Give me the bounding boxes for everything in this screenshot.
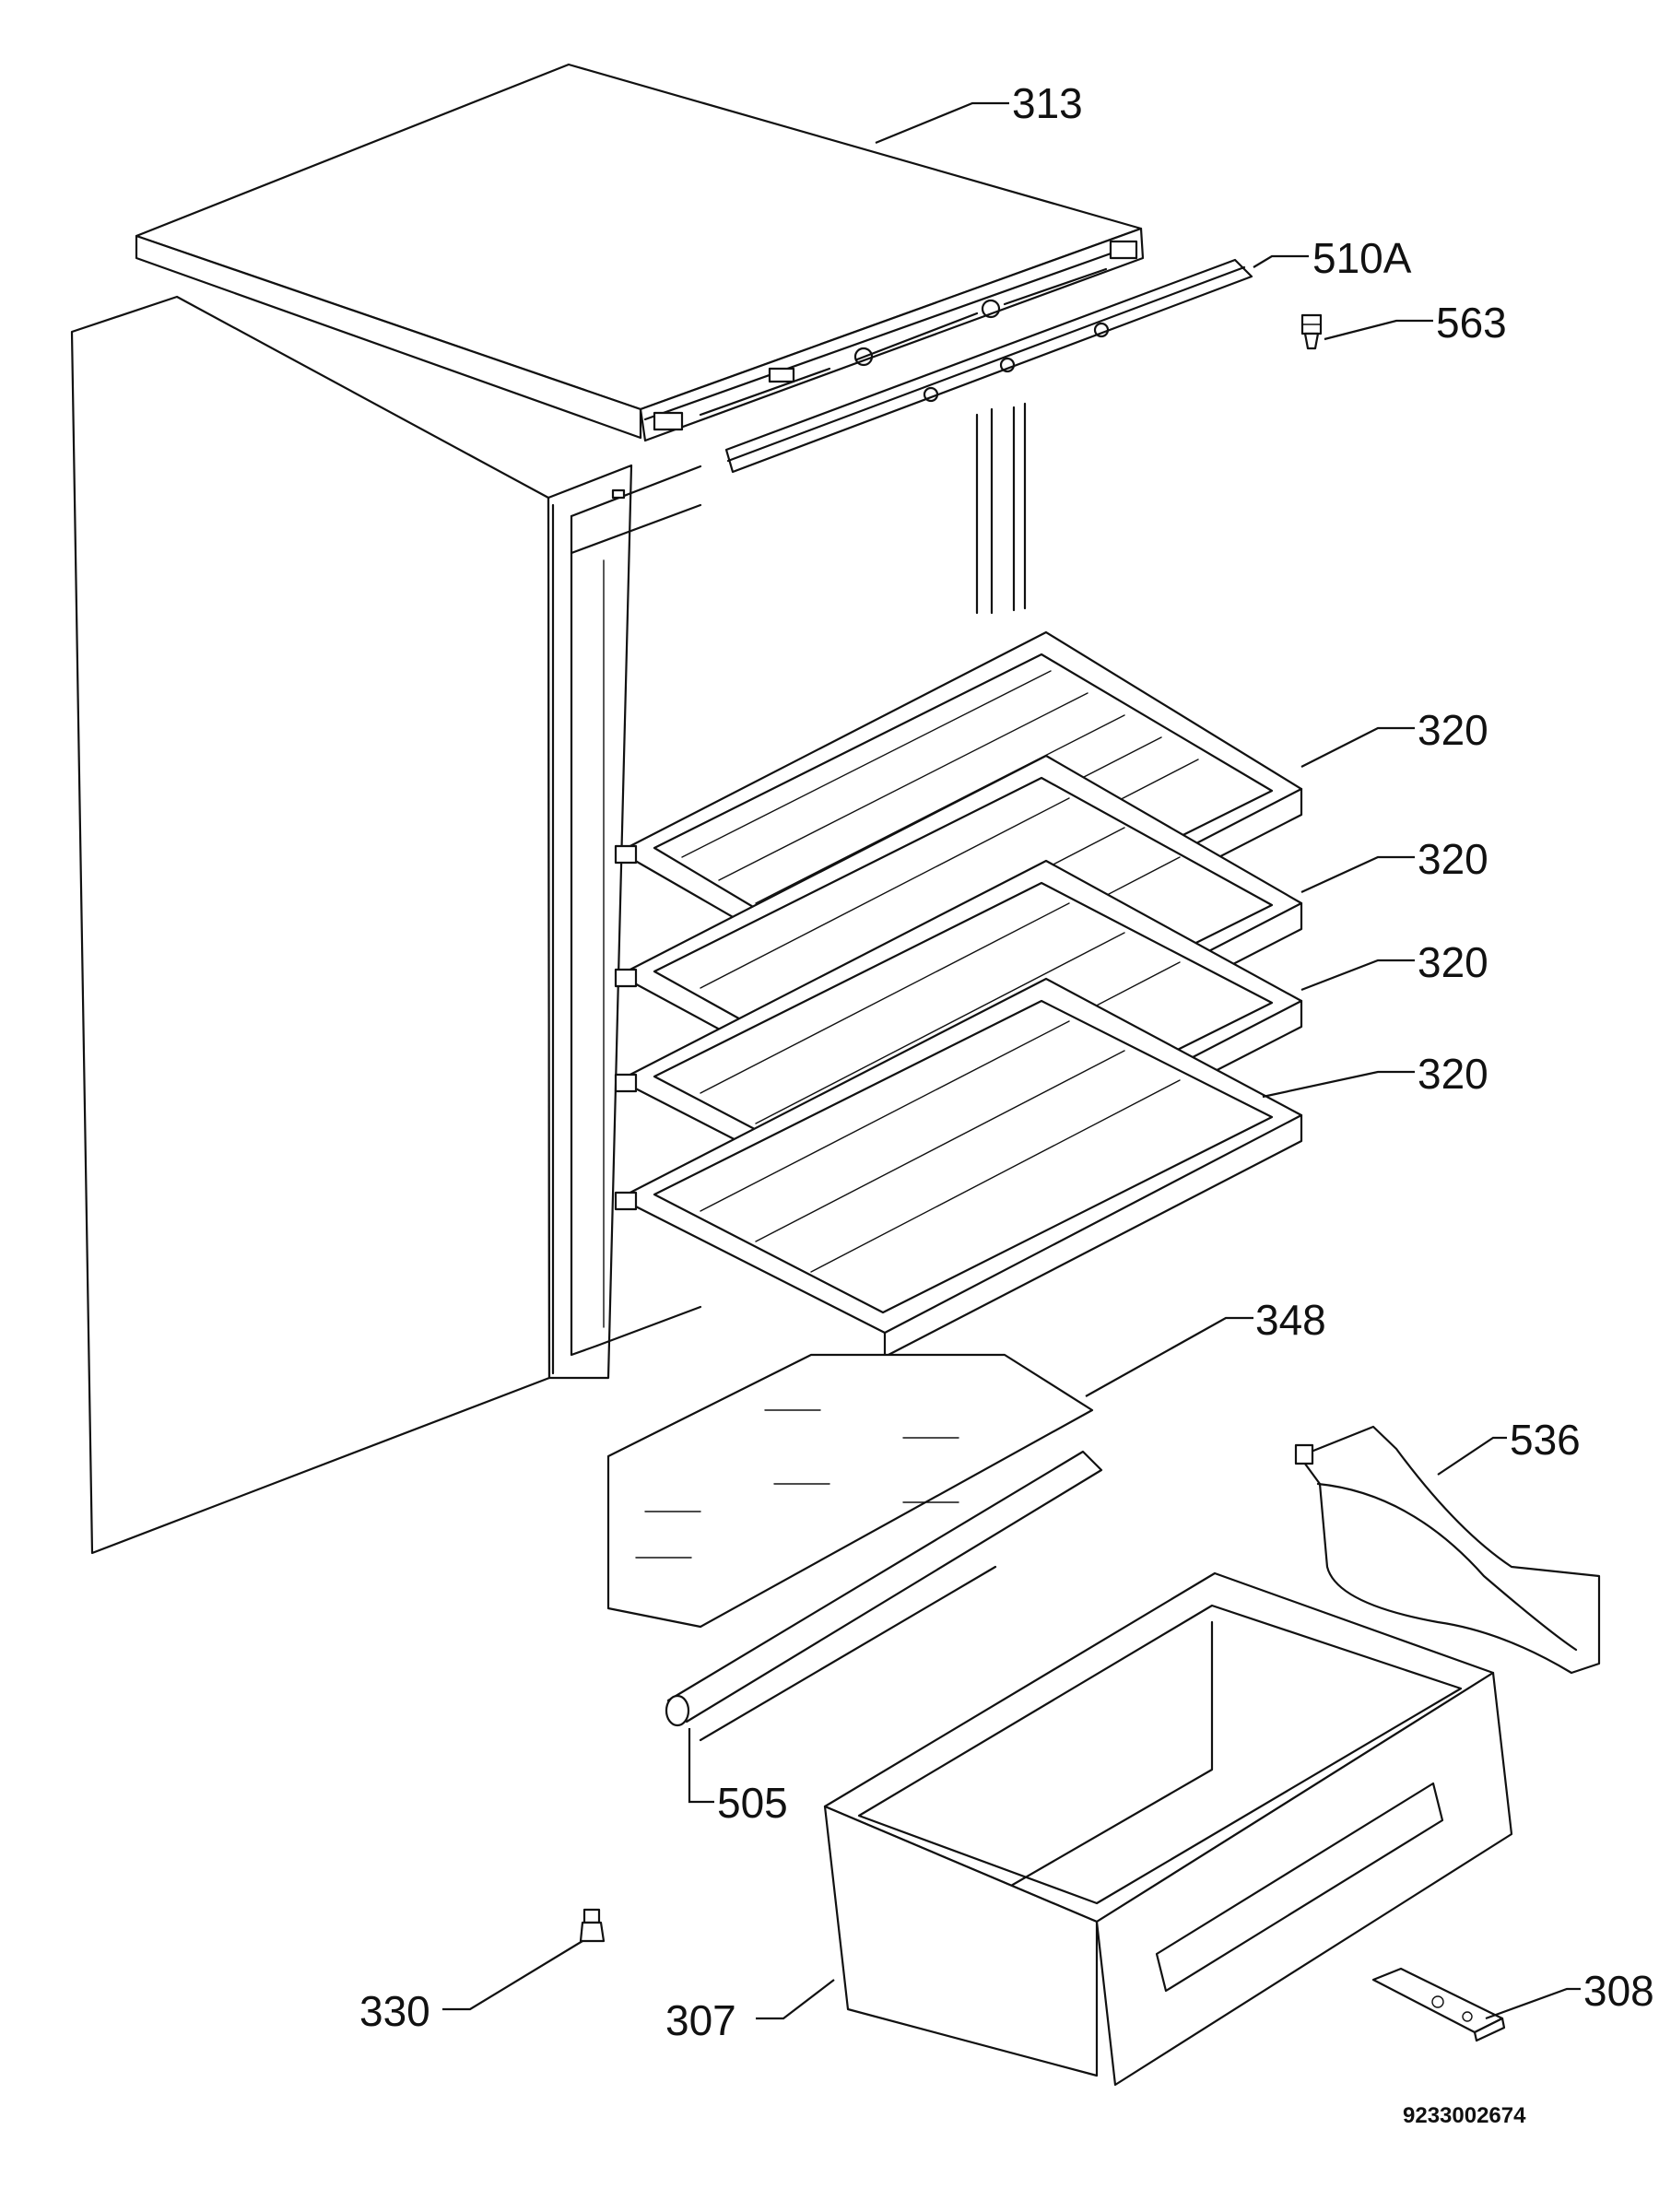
callout-320-shelf-1: 320 (1418, 706, 1488, 754)
rail-505-part (665, 1450, 1103, 1742)
callout-563: 563 (1436, 299, 1507, 347)
callout-313: 313 (1012, 79, 1083, 127)
shelf-4 (614, 977, 1303, 1359)
screw-563-part (1300, 313, 1323, 350)
top-cover (135, 63, 1145, 442)
crisper-drawer (823, 1571, 1513, 2087)
callout-536: 536 (1510, 1416, 1581, 1464)
leader-lines (442, 101, 1581, 2020)
cabinet-body (70, 295, 1027, 1555)
callout-307: 307 (665, 1996, 736, 2044)
front-trim (724, 258, 1253, 474)
callout-308: 308 (1583, 1967, 1654, 2015)
callout-348: 348 (1255, 1296, 1326, 1344)
callout-510a: 510A (1312, 234, 1412, 282)
glass-shelf (606, 1353, 1094, 1629)
bracket-308-part (1371, 1967, 1506, 2042)
screw-330-part (579, 1908, 606, 1943)
callout-330: 330 (359, 1987, 430, 2035)
callout-505: 505 (717, 1779, 788, 1827)
callout-320-shelf-2: 320 (1418, 835, 1488, 883)
callout-320-shelf-3: 320 (1418, 938, 1488, 986)
document-number: 9233002674 (1403, 2103, 1526, 2128)
callout-320-shelf-4: 320 (1418, 1050, 1488, 1098)
door-bin-536-part (1294, 1425, 1601, 1675)
